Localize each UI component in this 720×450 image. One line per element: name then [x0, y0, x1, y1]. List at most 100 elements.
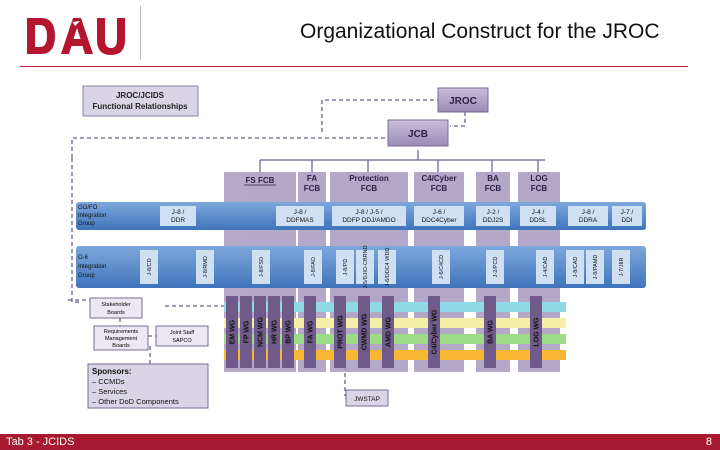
jwstap-label: JWSTAP — [354, 396, 380, 403]
gofo-member-3a: J-8 / J-5 / — [355, 209, 382, 216]
sponsors-box: Sponsors: – CCMDs – Services – Other DoD… — [87, 363, 209, 409]
rm-line1: Requirements — [104, 329, 138, 335]
gofo-member-8a: J-7 / — [621, 209, 634, 216]
wg-bar — [382, 296, 394, 368]
wg-label: HR WG — [272, 319, 279, 344]
fcb-prot-1: Protection — [349, 174, 389, 183]
gofo-member-2b: DDFMAS — [286, 217, 314, 224]
rm-line2: Management — [105, 336, 138, 342]
o6-member-box — [566, 250, 584, 284]
jcb-label: JCB — [408, 129, 428, 140]
fcb-log-1: LOG — [530, 174, 547, 183]
legend-line2: Functional Relationships — [92, 102, 188, 111]
wg-bar — [226, 296, 238, 368]
fcb-c4-1: C4/Cyber — [421, 174, 456, 183]
gofo-label2: Integration — [78, 213, 106, 219]
gofo-member-6b: DDSL — [529, 217, 547, 224]
gofo-label3: Group — [78, 221, 95, 227]
wg-bar — [358, 296, 370, 368]
o6-member-box — [196, 250, 214, 284]
dau-logo — [27, 16, 125, 55]
wg-label: LOG WG — [534, 317, 541, 347]
o6-label3: Group — [78, 273, 95, 279]
o6-member-label: J-4/CAD — [543, 257, 549, 278]
o6-member-label: J-6/DDC4 WDD — [385, 248, 391, 287]
header-divider — [140, 6, 141, 60]
gofo-member-8b: DDI — [621, 217, 632, 224]
gofo-member-2a: J-8 / — [294, 209, 307, 216]
o6-member-box — [612, 250, 630, 284]
o6-member-box — [140, 250, 158, 284]
jsap-line1: Joint Staff — [170, 330, 195, 336]
fcb-fs: FS FCB — [246, 176, 275, 185]
wg-bar — [530, 296, 542, 368]
wg-label: BA WG — [488, 320, 495, 344]
wg-bar — [304, 296, 316, 368]
o6-member-label: J-8/CD — [147, 258, 153, 275]
fcb-prot-2: FCB — [361, 184, 378, 193]
jwstap-box: JWSTAP — [345, 389, 389, 407]
o6-member-box — [304, 250, 322, 284]
gofo-member-4a: J-6 / — [433, 209, 446, 216]
footer-bar: Tab 3 - JCIDS 8 — [0, 434, 720, 450]
o6-member-label: J-8/PAMD — [593, 255, 599, 280]
wg-label: FP WG — [244, 320, 251, 343]
gofo-member-5a: J-2 / — [487, 209, 500, 216]
o6-member-label: J-2/PCD — [493, 257, 499, 278]
wg-label: PROT WG — [338, 315, 345, 349]
fcb-fa-2: FCB — [304, 184, 321, 193]
horizontal-stripes — [224, 302, 566, 360]
legend-line1: JROC/JCIDS — [116, 91, 165, 100]
o6-member-box — [486, 250, 504, 284]
wg-bar — [428, 296, 440, 368]
wg-label: BP WG — [286, 320, 293, 344]
footer-left: Tab 3 - JCIDS — [6, 436, 75, 448]
o6-member-label: J-8/RMD — [203, 256, 209, 278]
o6-member-label: J-8/PD — [343, 259, 349, 276]
jroc-label: JROC — [449, 96, 477, 107]
o6-member-label: J-8/FSD — [259, 257, 265, 277]
wg-bar — [268, 296, 280, 368]
stakeholder-line2: Boards — [107, 310, 125, 316]
wg-label: NCM WG — [258, 316, 265, 346]
joint-staff-sapco: Joint Staff SAPCO — [155, 325, 209, 347]
legend-box: JROC/JCIDS Functional Relationships — [82, 85, 199, 117]
fcb-log-2: FCB — [531, 184, 548, 193]
header-rule — [20, 66, 688, 67]
gofo-member-4b: DDC4Cyber — [421, 217, 457, 224]
o6-member-box — [356, 250, 374, 284]
requirements-management-boards: Requirements Management Boards — [93, 325, 149, 351]
wg-bar — [484, 296, 496, 368]
gofo-member-6a: J-4 / — [532, 209, 545, 216]
o6-member-box — [432, 250, 450, 284]
wg-label: EM WG — [230, 319, 237, 344]
o6-label2: Integration — [78, 264, 106, 270]
org-diagram: JROC/JCIDS Functional Relationships JROC… — [68, 85, 646, 409]
gofo-member-7b: DDRA — [579, 217, 598, 224]
gofo-member-5b: DDJ2S — [483, 217, 504, 224]
wg-bar — [282, 296, 294, 368]
fcb-labels: FS FCB FA FCB Protection FCB C4/Cyber FC… — [246, 174, 548, 193]
wg-bar — [334, 296, 346, 368]
wg-label: AMD WG — [386, 316, 393, 346]
o6-member-label: J-8/CAD — [573, 257, 579, 278]
o6-member-label: J-8/FAD — [311, 257, 317, 277]
o6-member-label: J-6/C4CD — [439, 255, 445, 279]
gofo-member-1a: J-8 / — [172, 209, 185, 216]
gofo-members: J-8 / DDR J-8 / DDFMAS J-8 / J-5 / DDFP … — [160, 206, 642, 226]
gofo-member-3b: DDFP DDJ/AMDO — [342, 217, 395, 224]
o6-member-label: J-7/JIIR — [619, 258, 625, 277]
wg-bar — [240, 296, 252, 368]
stakeholder-line1: Stakeholder — [101, 302, 131, 308]
sponsors-title: Sponsors: — [92, 367, 132, 376]
gofo-label1: GO/FO — [78, 205, 98, 211]
wg-label: CWMD WG — [362, 313, 369, 350]
jcb-box: JCB — [387, 119, 449, 147]
wg-label: C4/Cyber WG — [432, 309, 439, 354]
page-title: Organizational Construct for the JROC — [300, 20, 660, 43]
o6-member-box — [252, 250, 270, 284]
rm-line3: Boards — [112, 343, 130, 349]
fcb-c4-2: FCB — [431, 184, 448, 193]
